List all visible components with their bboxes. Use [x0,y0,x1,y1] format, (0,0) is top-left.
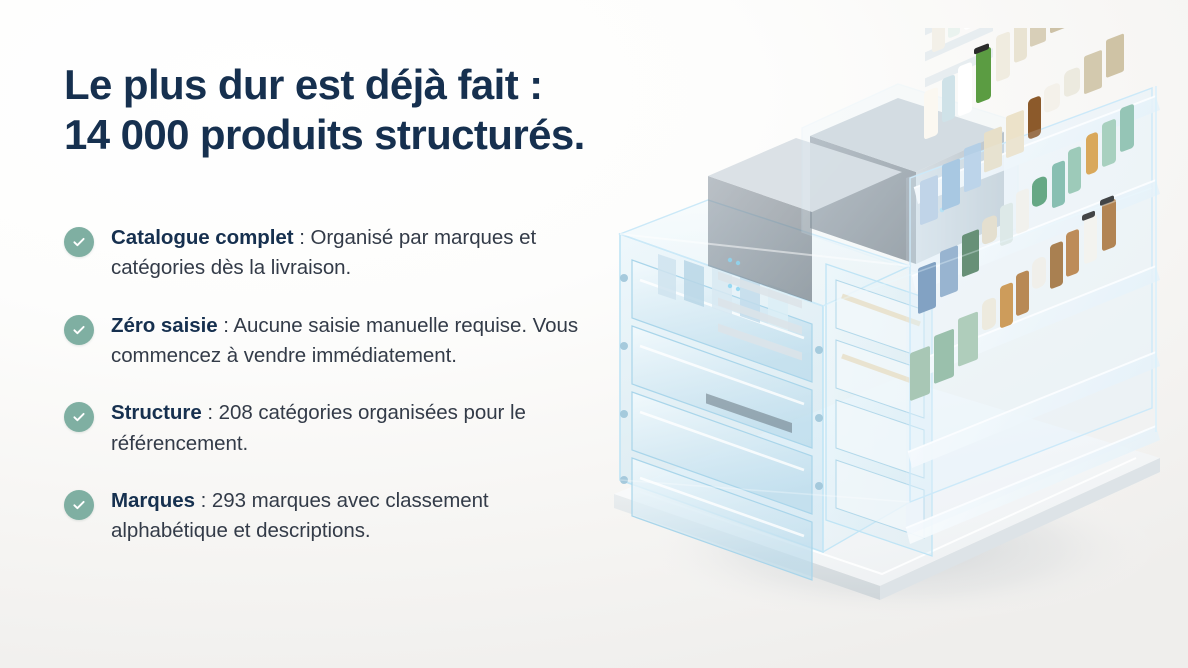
product-shelf-group [905,28,1160,544]
shelf-illustration [580,28,1188,640]
list-item-text: Structure : 208 catégories organisées po… [111,397,604,459]
list-item: Zéro saisie : Aucune saisie manuelle req… [64,310,604,372]
glass-drawer-cabinet-center [825,263,933,557]
list-item-separator: : [201,401,219,425]
list-item-description: Organisé par marques et catégories dès l… [111,225,537,280]
list-item-term: Structure [111,401,202,425]
shelf-row [905,195,1160,544]
drawer-tier-group [631,254,813,581]
check-circle-icon [64,402,94,433]
product-group [910,195,1116,401]
list-item-term: Catalogue complet [111,225,294,249]
list-item-text: Marques : 293 marques avec classement al… [111,485,604,547]
feature-list: Catalogue complet : Organisé par marques… [64,222,604,547]
list-item-description: Aucune saisie manuelle requise. Vous com… [111,313,579,367]
shelf-row [907,104,1160,468]
content-column: Le plus dur est déjà fait : 14 000 produ… [64,60,604,547]
list-item-term: Zéro saisie [111,313,218,337]
list-item-separator: : [293,225,311,249]
list-item-description: 208 catégories organisées pour le référe… [111,401,526,455]
product-group [932,28,978,52]
list-item-description: 293 marques avec classement alphabétique… [111,488,489,543]
product-group [918,104,1134,314]
list-item-text: Catalogue complet : Organisé par marques… [111,222,604,284]
check-circle-icon [64,314,94,345]
hinge-group [620,274,823,490]
glass-highlights [619,187,1153,503]
shelf-illustration-svg [614,28,1166,624]
check-circle-icon [64,489,94,520]
list-item-text: Zéro saisie : Aucune saisie manuelle req… [111,310,604,372]
list-item-term: Marques [111,488,195,512]
product-group [920,33,1124,225]
list-item-separator: : [194,488,212,512]
product-group [924,28,1067,140]
page-title: Le plus dur est déjà fait : 14 000 produ… [64,61,585,158]
list-item-separator: : [217,313,234,337]
list-item: Catalogue complet : Organisé par marques… [64,222,604,284]
check-circle-icon [64,226,94,257]
list-item: Marques : 293 marques avec classement al… [64,485,604,547]
list-item: Structure : 208 catégories organisées po… [64,397,604,459]
